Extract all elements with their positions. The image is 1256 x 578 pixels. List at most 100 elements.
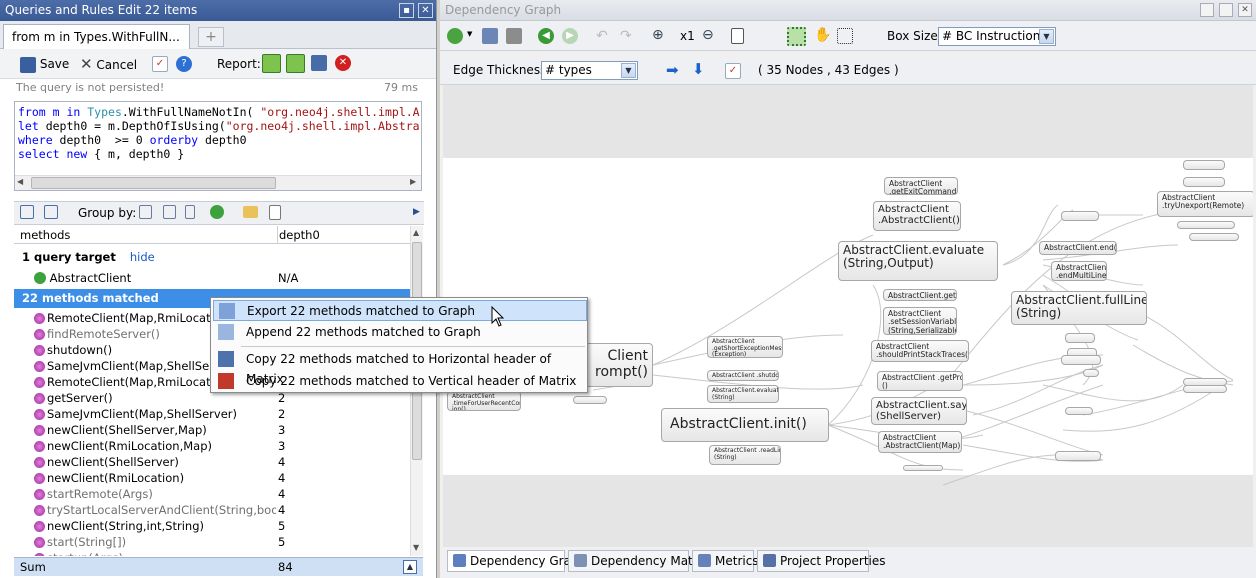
report-xml-icon[interactable] bbox=[286, 54, 305, 73]
graph-node-small[interactable] bbox=[1065, 407, 1093, 415]
table-row[interactable]: tryStartLocalServerAndClient(String,bool… bbox=[14, 502, 410, 518]
cancel-button[interactable]: ✕ Cancel bbox=[80, 56, 137, 73]
zoom-in-icon[interactable]: ⊕ bbox=[652, 27, 664, 43]
back-icon[interactable]: ◀ bbox=[538, 28, 554, 44]
group-assembly-icon[interactable] bbox=[139, 205, 152, 219]
edge-thickness-select[interactable]: # types ▼ bbox=[541, 61, 638, 80]
save-button[interactable]: Save bbox=[20, 56, 69, 73]
report-settings-icon[interactable] bbox=[311, 55, 327, 71]
collapse-all-icon[interactable] bbox=[44, 205, 58, 219]
graph-node-small[interactable] bbox=[1183, 177, 1225, 187]
fit-page-icon[interactable] bbox=[731, 28, 744, 44]
graph-node[interactable]: AbstractClient .tryUnexport(Remote) bbox=[1157, 191, 1253, 217]
scroll-up-icon[interactable]: ▲ bbox=[413, 228, 420, 237]
arrow-down-icon[interactable]: ⬇ bbox=[692, 60, 705, 78]
graph-close-icon[interactable]: ✕ bbox=[1238, 3, 1252, 17]
graph-node[interactable]: AbstractClient .getPrompt () bbox=[877, 371, 963, 391]
graph-node[interactable]: AbstractClient .shutdown() bbox=[707, 370, 779, 381]
table-row[interactable]: newClient(ShellServer)4 bbox=[14, 454, 410, 470]
table-row[interactable]: newClient(String,int,String)5 bbox=[14, 518, 410, 534]
graph-node[interactable]: AbstractClient.fullLine (String) bbox=[1011, 291, 1147, 325]
graph-node-small[interactable] bbox=[1177, 221, 1235, 229]
graph-node[interactable]: AbstractClient .endMultiLine() bbox=[1051, 261, 1107, 281]
table-row[interactable]: newClient(RmiLocation,Map)3 bbox=[14, 438, 410, 454]
graph-node[interactable]: AbstractClient .getShortExceptionMessage… bbox=[707, 336, 783, 358]
query-target-item[interactable]: AbstractClient N/A bbox=[14, 270, 410, 286]
group-namespace-icon[interactable] bbox=[163, 205, 176, 219]
graph-node-small[interactable] bbox=[1183, 385, 1227, 393]
toolbar-overflow-icon[interactable]: ▶ bbox=[413, 207, 420, 217]
refresh-icon[interactable] bbox=[447, 28, 463, 44]
editor-horizontal-scrollbar[interactable]: ◀ ▶ bbox=[15, 175, 421, 190]
redo-icon[interactable]: ↷ bbox=[620, 28, 632, 44]
pin-icon[interactable]: ▪ bbox=[399, 3, 414, 18]
graph-node[interactable]: AbstractClient .timeForUserRecentConnect… bbox=[447, 391, 521, 411]
table-row[interactable]: findRemoteServer() bbox=[14, 326, 410, 342]
editor-scroll-thumb[interactable] bbox=[31, 177, 276, 189]
scroll-right-icon[interactable]: ▶ bbox=[410, 177, 417, 186]
graph-node-small[interactable] bbox=[1061, 355, 1101, 365]
group-type-icon[interactable] bbox=[185, 205, 195, 219]
help-icon[interactable]: ? bbox=[176, 56, 192, 72]
graph-node-small[interactable] bbox=[1065, 333, 1095, 343]
select-mode-icon[interactable] bbox=[787, 27, 806, 46]
table-row[interactable]: shutdown() bbox=[14, 342, 410, 358]
pan-hand-icon[interactable]: ✋ bbox=[814, 27, 832, 43]
report-html-icon[interactable] bbox=[262, 54, 281, 73]
graph-node[interactable]: AbstractClient .shouldPrintStackTraces() bbox=[871, 340, 969, 362]
graph-node[interactable]: AbstractClient.end() bbox=[1039, 241, 1117, 255]
group-file-icon[interactable] bbox=[269, 205, 281, 220]
tab-dependency-matrix[interactable]: Dependency Matrix bbox=[568, 550, 708, 572]
table-row[interactable]: SameJvmClient(Map,ShellServe bbox=[14, 358, 410, 374]
table-row[interactable]: startRemote(Args)4 bbox=[14, 486, 410, 502]
graph-node[interactable]: AbstractClient.evaluate (String,Output) bbox=[838, 241, 998, 281]
column-header-depth[interactable]: depth0 bbox=[277, 226, 339, 244]
arrow-right-icon[interactable]: ➡ bbox=[666, 61, 679, 79]
graph-node[interactable]: AbstractClient.sayHi (ShellServer) bbox=[871, 397, 967, 425]
tab-project-properties[interactable]: Project Properties bbox=[757, 550, 886, 572]
scroll-down-icon[interactable]: ▼ bbox=[413, 543, 420, 552]
zoom-rect-icon[interactable] bbox=[837, 28, 853, 44]
graph-node-small[interactable] bbox=[573, 396, 607, 404]
maximize-icon[interactable] bbox=[1219, 3, 1233, 17]
graph-node[interactable]: AbstractClient .getExitCommands() bbox=[884, 177, 958, 195]
menu-copy-horizontal[interactable]: Copy 22 methods matched to Horizontal he… bbox=[213, 349, 587, 386]
table-row[interactable]: newClient(RmiLocation)4 bbox=[14, 470, 410, 486]
tab-query[interactable]: from m in Types.WithFullN... bbox=[3, 24, 190, 49]
group-folder-icon[interactable] bbox=[243, 206, 258, 218]
forward-icon[interactable]: ▶ bbox=[562, 28, 578, 44]
collapse-sum-icon[interactable]: ▲ bbox=[403, 560, 417, 574]
table-row[interactable]: getServer()2 bbox=[14, 390, 410, 406]
graph-node-small[interactable] bbox=[1083, 369, 1099, 377]
tab-dependency-graph[interactable]: Dependency Graph bbox=[447, 550, 586, 572]
menu-append-to-graph[interactable]: Append 22 methods matched to Graph bbox=[213, 322, 587, 343]
table-row[interactable]: RemoteClient(Map,RmiLocation) bbox=[14, 374, 410, 390]
menu-copy-vertical[interactable]: Copy 22 methods matched to Vertical head… bbox=[213, 371, 587, 392]
graph-edit-icon[interactable]: ✓ bbox=[725, 63, 741, 79]
table-row[interactable]: start(String[])5 bbox=[14, 534, 410, 550]
zoom-level[interactable]: x1 bbox=[680, 29, 695, 43]
minimize-icon[interactable] bbox=[1200, 3, 1214, 17]
graph-node-small[interactable] bbox=[1183, 160, 1225, 170]
graph-node[interactable]: AbstractClient.init() bbox=[661, 408, 829, 442]
box-size-select[interactable]: # BC Instructions ▼ bbox=[938, 27, 1056, 46]
graph-node-small[interactable] bbox=[1061, 211, 1099, 221]
graph-node[interactable]: Client rompt() bbox=[553, 343, 653, 387]
graph-node-small[interactable] bbox=[1055, 451, 1101, 461]
graph-node[interactable]: AbstractClient .readLine (String) bbox=[709, 445, 781, 465]
remove-report-icon[interactable]: ✕ bbox=[335, 55, 351, 71]
hide-link[interactable]: hide bbox=[129, 250, 155, 264]
graph-node[interactable]: AbstractClient.evaluate (String) bbox=[707, 385, 779, 403]
close-icon[interactable]: ✕ bbox=[418, 3, 433, 18]
graph-node-small[interactable] bbox=[1189, 233, 1239, 241]
new-tab-button[interactable]: + bbox=[198, 27, 224, 47]
graph-node[interactable]: AbstractClient.getId() bbox=[883, 289, 957, 301]
graph-node[interactable]: AbstractClient .AbstractClient() bbox=[873, 201, 961, 231]
table-row[interactable]: startup(Args) bbox=[14, 550, 410, 556]
column-header-methods[interactable]: methods bbox=[20, 228, 71, 242]
layout-icon[interactable] bbox=[482, 28, 498, 44]
refresh-dropdown-icon[interactable]: ▼ bbox=[467, 30, 473, 38]
menu-export-to-graph[interactable]: Export 22 methods matched to Graph bbox=[213, 300, 587, 321]
snapshot-icon[interactable] bbox=[506, 28, 522, 44]
group-method-icon[interactable] bbox=[210, 205, 224, 219]
